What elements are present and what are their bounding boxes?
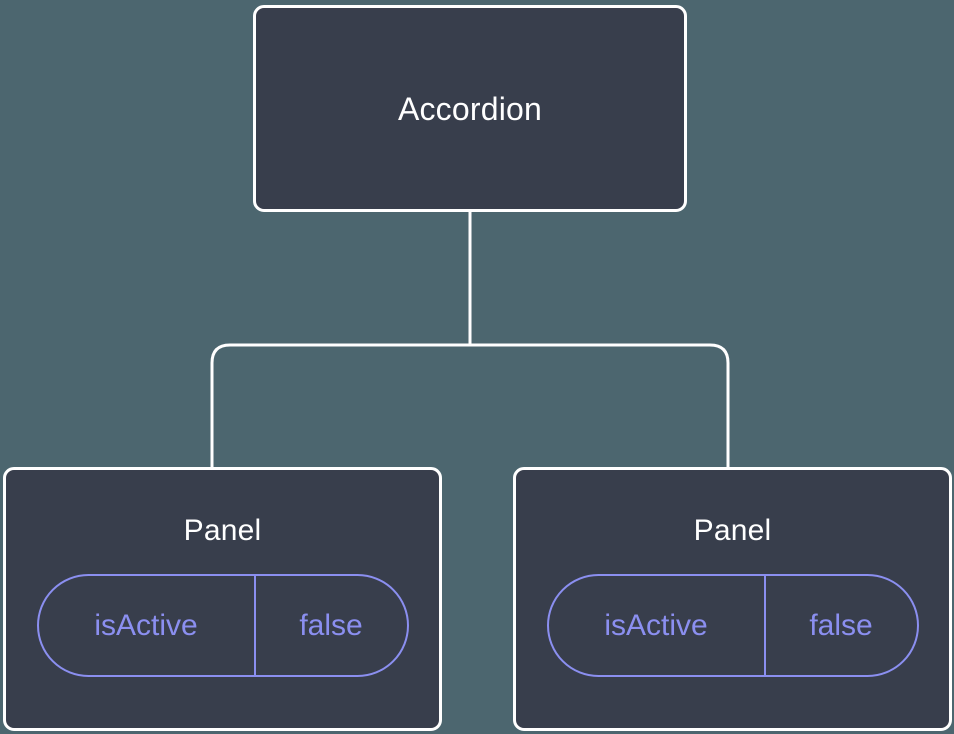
edge-branch-left	[210, 343, 470, 470]
node-panel-1-title: Panel	[183, 514, 262, 547]
node-panel-1-prop-pill[interactable]: isActive false	[36, 574, 409, 677]
node-panel-2-title: Panel	[693, 514, 772, 547]
edge-branch-right	[470, 343, 730, 470]
node-panel-1[interactable]: Panel isActive false	[3, 467, 442, 731]
node-accordion-title: Accordion	[397, 90, 543, 127]
node-panel-2-prop-key: isActive	[549, 576, 766, 675]
node-panel-2[interactable]: Panel isActive false	[513, 467, 952, 731]
node-panel-1-prop-key: isActive	[39, 576, 256, 675]
node-panel-1-prop-value: false	[299, 608, 363, 642]
node-panel-2-prop-pill[interactable]: isActive false	[546, 574, 919, 677]
node-panel-2-prop-value: false	[809, 608, 873, 642]
node-accordion[interactable]: Accordion	[253, 5, 687, 212]
